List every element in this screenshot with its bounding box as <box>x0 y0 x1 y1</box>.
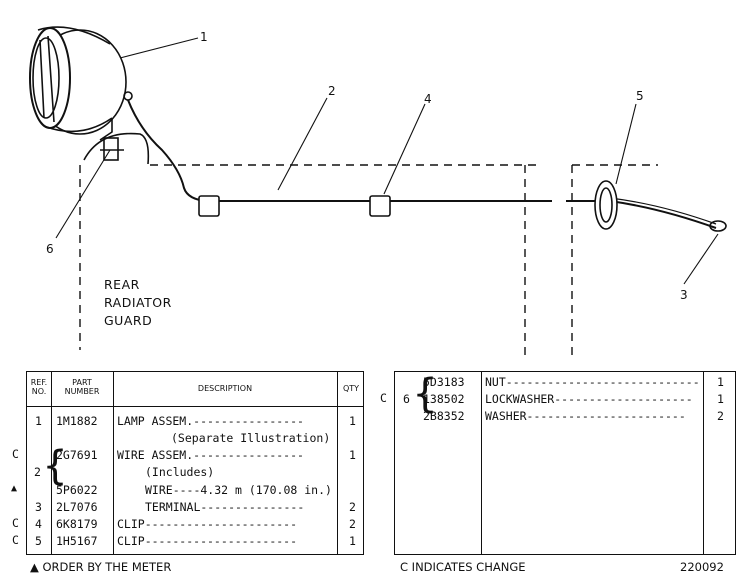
terminal-3 <box>709 220 727 232</box>
clip-5 <box>594 180 618 230</box>
ref-no: 5 <box>35 534 42 548</box>
guard-label: REAR RADIATOR GUARD <box>104 277 172 328</box>
description: (Separate Illustration) <box>171 431 331 445</box>
callout-6: 6 <box>46 242 54 256</box>
change-note: C INDICATES CHANGE <box>400 560 526 574</box>
header-ref: REF. NO. <box>30 378 48 396</box>
part-number: 2B8352 <box>423 409 465 423</box>
description: NUT---------------------------- <box>485 375 700 389</box>
description: WIRE ASSEM.---------------- <box>117 448 304 462</box>
ref-no: 4 <box>35 517 42 531</box>
part-number: 5D3183 <box>423 375 465 389</box>
illustration-code: 220092 <box>680 560 724 574</box>
change-mark: C <box>12 516 19 530</box>
clip-4a <box>198 195 220 217</box>
parts-table-left: REF. NO. PART NUMBER DESCRIPTION QTY 1 1… <box>26 371 364 555</box>
group-brace: { <box>43 443 68 489</box>
lamp-assembly <box>29 26 133 141</box>
description: CLIP---------------------- <box>117 534 298 548</box>
qty: 2 <box>349 517 356 531</box>
ref-no: 3 <box>35 500 42 514</box>
description: LOCKWASHER-------------------- <box>485 392 693 406</box>
part-number: 1H5167 <box>56 534 98 548</box>
description: CLIP---------------------- <box>117 517 298 531</box>
ref-no: 6 <box>403 392 410 406</box>
qty: 1 <box>717 375 724 389</box>
mount-bracket <box>83 132 150 165</box>
callout-3: 3 <box>680 288 688 302</box>
order-by-meter-mark: ▲ <box>11 483 18 494</box>
order-by-meter-note: ▲ ORDER BY THE METER <box>30 560 172 574</box>
description: LAMP ASSEM.---------------- <box>117 414 304 428</box>
description: TERMINAL--------------- <box>145 500 305 514</box>
qty: 1 <box>349 534 356 548</box>
description: WASHER----------------------- <box>485 409 686 423</box>
change-mark: C <box>380 391 387 405</box>
callout-4: 4 <box>424 92 432 106</box>
callout-2: 2 <box>328 84 336 98</box>
header-desc: DESCRIPTION <box>197 384 253 393</box>
ref-no: 2 <box>34 465 41 479</box>
header-part: PART NUMBER <box>64 378 100 396</box>
clip-4b <box>369 195 391 217</box>
part-number: 1M1882 <box>56 414 98 428</box>
qty: 2 <box>717 409 724 423</box>
group-brace: { <box>413 371 438 417</box>
qty: 1 <box>349 448 356 462</box>
part-number: 2L7076 <box>56 500 98 514</box>
description: WIRE----4.32 m (170.08 in.) <box>145 483 332 497</box>
part-number: 5P6022 <box>56 483 98 497</box>
qty: 2 <box>349 500 356 514</box>
wire-assembly <box>127 99 552 202</box>
header-qty: QTY <box>342 384 360 393</box>
change-mark: C <box>12 533 19 547</box>
parts-table-right: { 6 5D3183 NUT--------------------------… <box>394 371 736 555</box>
parts-illustration <box>29 26 727 360</box>
part-number: 138502 <box>423 392 465 406</box>
callout-5: 5 <box>636 89 644 103</box>
change-mark: C <box>12 447 19 461</box>
part-number: 2G7691 <box>56 448 98 462</box>
ref-no: 1 <box>35 414 42 428</box>
callout-1: 1 <box>200 30 208 44</box>
qty: 1 <box>349 414 356 428</box>
description: (Includes) <box>145 465 215 479</box>
qty: 1 <box>717 392 724 406</box>
part-number: 6K8179 <box>56 517 98 531</box>
